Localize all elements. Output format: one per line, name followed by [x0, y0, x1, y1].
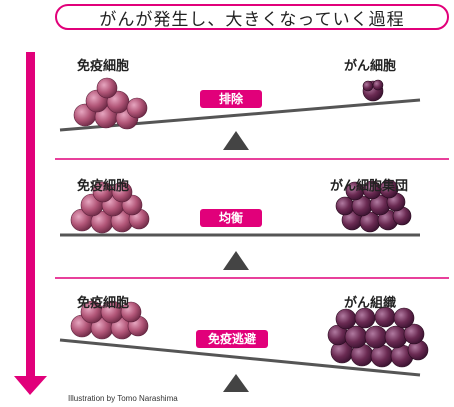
cancer-cell-cluster-label: がん細胞集団 — [330, 179, 409, 194]
cancer-tissue — [327, 306, 429, 368]
scale-fulcrum — [223, 374, 249, 392]
immune-cell-cluster — [70, 181, 150, 234]
diagram-title: がんが発生し、大きくなっていく過程 — [55, 4, 449, 30]
immune-cell-label: 免疫細胞 — [77, 59, 130, 74]
stage-elimination — [59, 77, 421, 150]
immune-cell-label: 免疫細胞 — [77, 296, 130, 311]
scale-fulcrum — [223, 251, 249, 270]
illustration-credit: Illustration by Tomo Narashima — [68, 394, 178, 403]
cancer-cell — [362, 79, 384, 102]
cancer-tissue-label: がん組織 — [344, 296, 397, 311]
cancer-cell-label: がん細胞 — [344, 59, 397, 74]
progress-arrow-head — [14, 376, 47, 395]
immune-cell-cluster — [70, 300, 149, 340]
cancer-cell-cluster — [335, 179, 412, 233]
stage-immune-escape — [59, 300, 429, 392]
immune-cell-cluster — [73, 77, 148, 130]
stage-badge-equilibrium: 均衡 — [200, 209, 262, 227]
stage-equilibrium — [60, 179, 420, 270]
progress-arrow-shaft — [26, 52, 35, 377]
scale-beam — [59, 338, 421, 377]
stage-badge-elimination: 排除 — [200, 90, 262, 108]
immune-cell-label: 免疫細胞 — [77, 179, 130, 194]
stage-badge-immune-escape: 免疫逃避 — [196, 330, 268, 348]
scale-fulcrum — [223, 131, 249, 150]
